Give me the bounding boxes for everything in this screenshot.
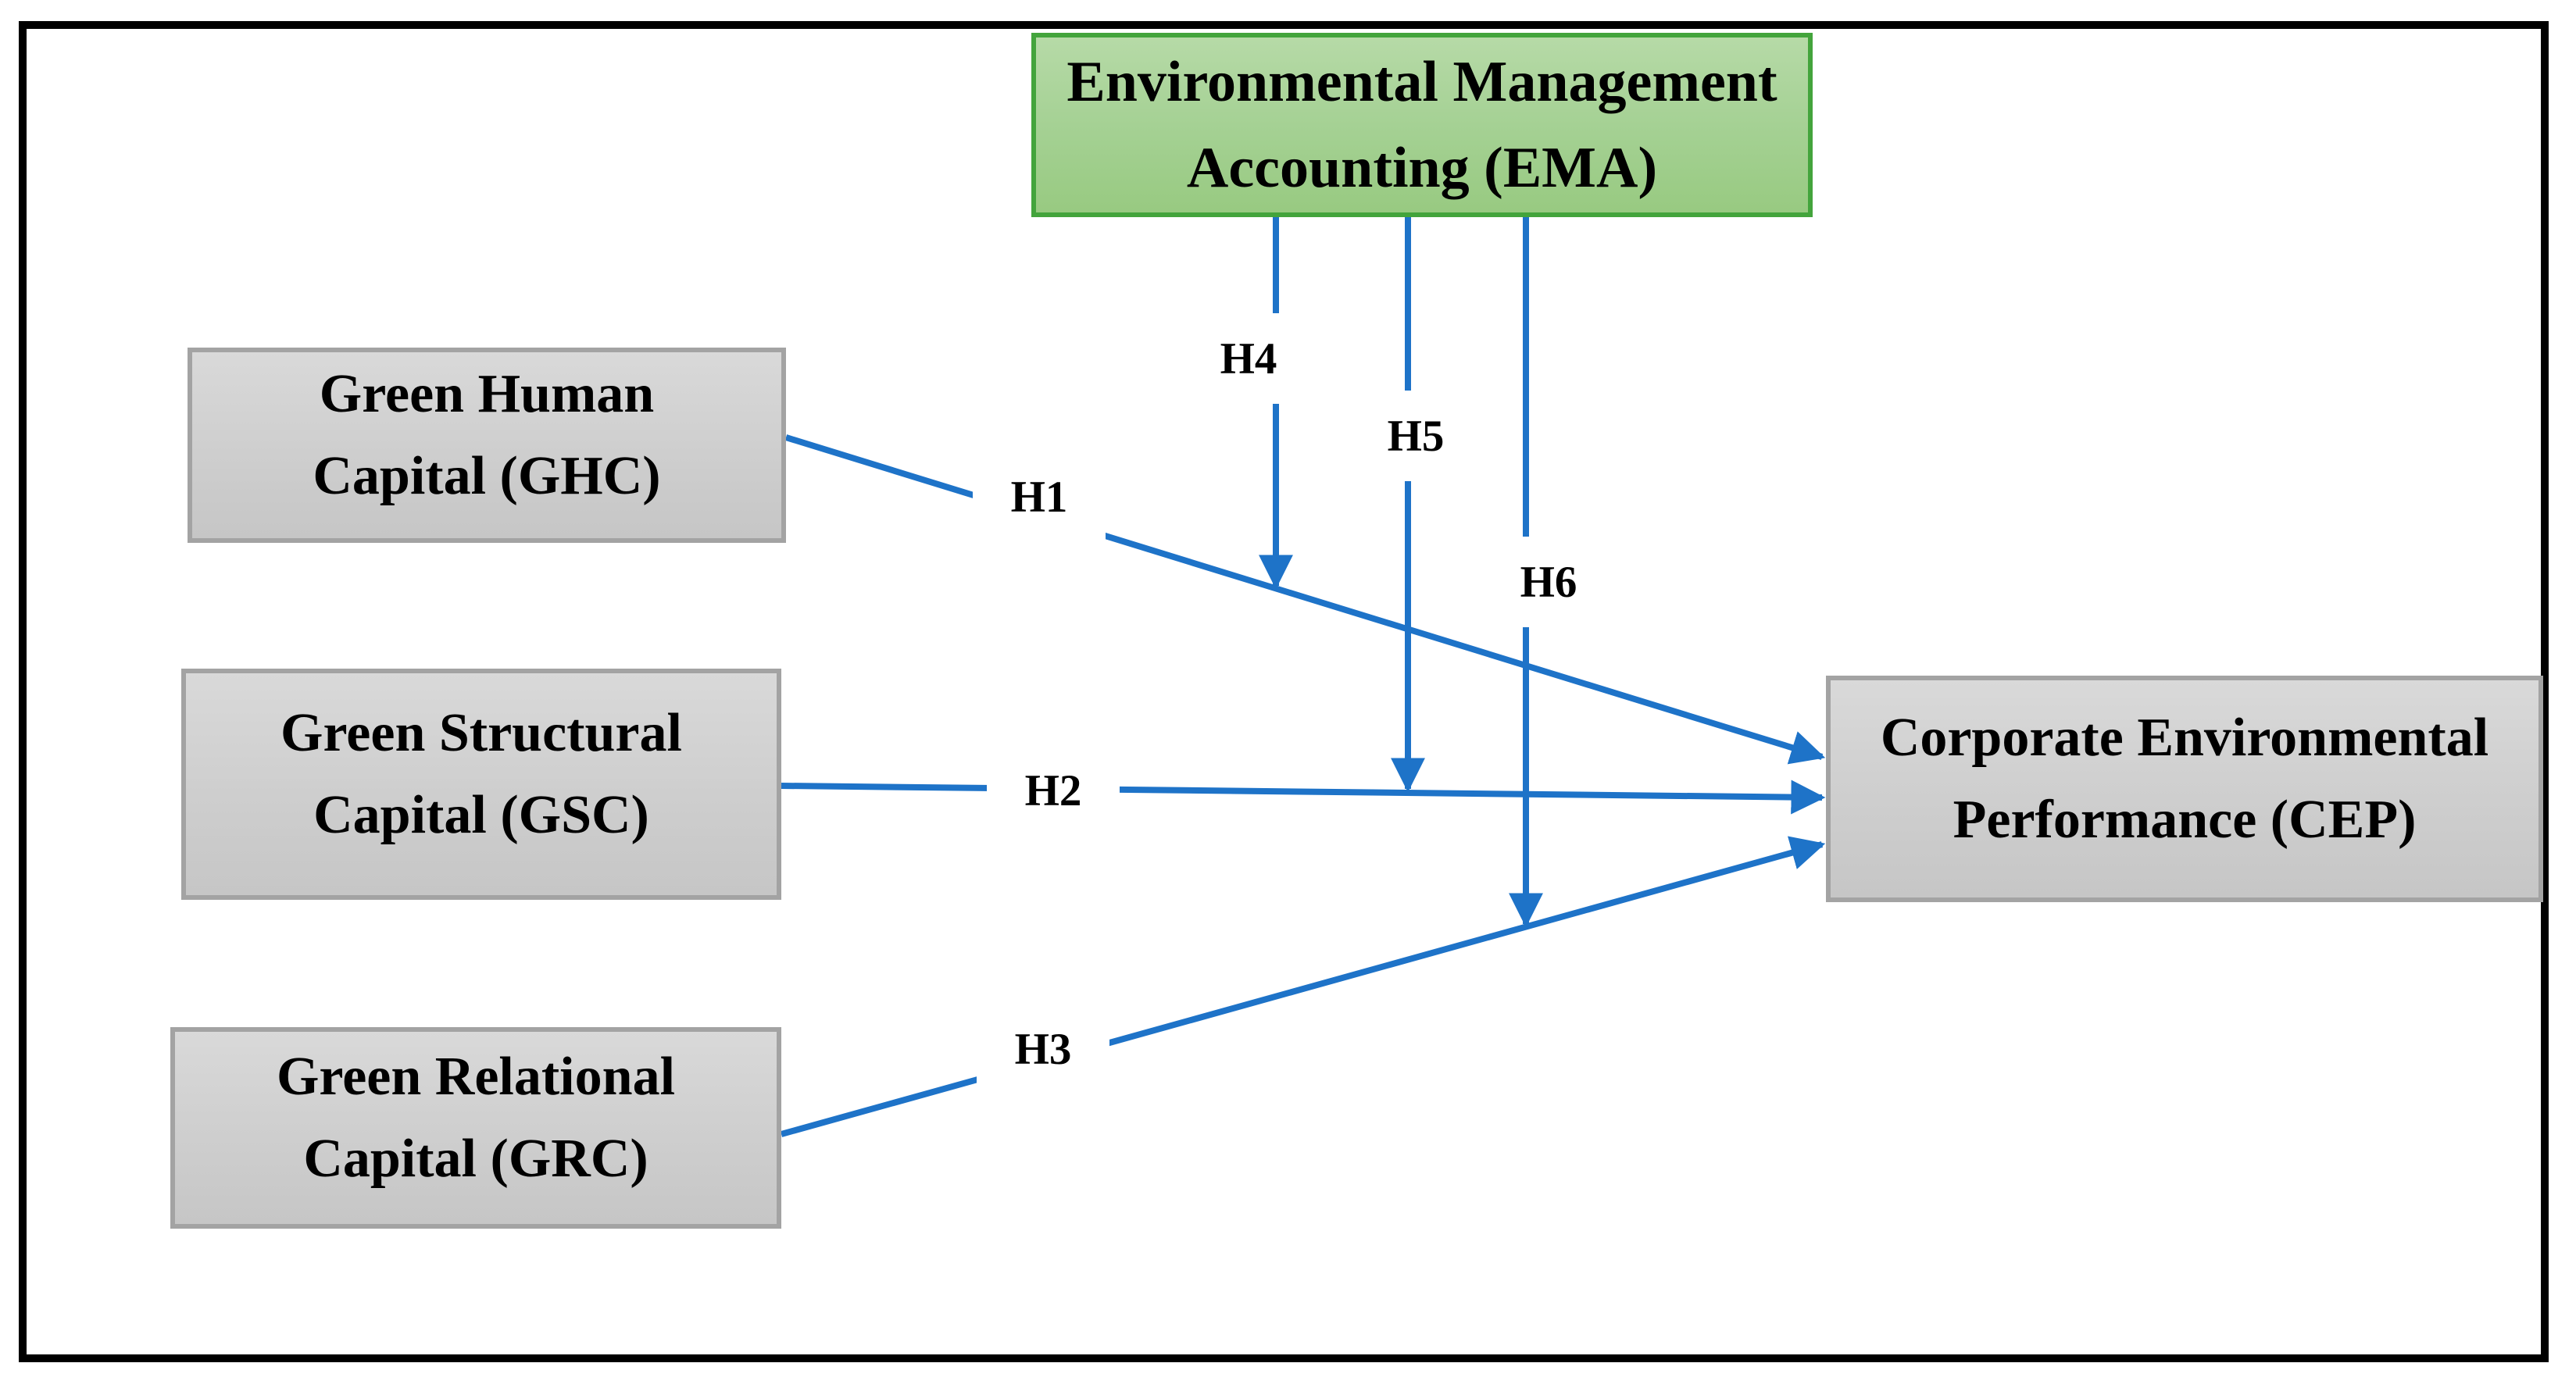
node-cep: Corporate Environmental Performance (CEP… [1826, 676, 2543, 902]
hypothesis-label-h5-text: H5 [1387, 411, 1445, 461]
node-grc: Green Relational Capital (GRC) [170, 1027, 781, 1229]
hypothesis-label-h5: H5 [1349, 391, 1482, 481]
node-cep-label-line2: Performance (CEP) [1953, 790, 2417, 850]
node-grc-label-line1: Green Relational [276, 1047, 676, 1107]
arrow-h3-grc-to-cep [780, 836, 1826, 1137]
node-grc-label-line2: Capital (GRC) [303, 1129, 648, 1189]
node-ghc: Green Human Capital (GHC) [188, 348, 786, 543]
hypothesis-label-h6: H6 [1482, 537, 1615, 627]
arrow-h1-ghc-to-cep [784, 434, 1826, 765]
node-ghc-label-line2: Capital (GHC) [313, 446, 661, 506]
figure-border [19, 21, 2549, 1362]
hypothesis-label-h2: H2 [987, 745, 1120, 836]
hypothesis-label-h2-text: H2 [1024, 765, 1082, 815]
node-ema-label-line2: Accounting (EMA) [1186, 136, 1658, 200]
hypothesis-label-h3: H3 [977, 1004, 1109, 1094]
arrow-h2-gsc-to-cep [781, 780, 1826, 815]
node-gsc: Green Structural Capital (GSC) [181, 669, 781, 900]
node-gsc-label-line1: Green Structural [280, 703, 682, 763]
hypothesis-label-h6-text: H6 [1520, 557, 1577, 607]
node-ema-label-line1: Environmental Management [1066, 50, 1777, 114]
node-ema: Environmental Management Accounting (EMA… [1031, 33, 1813, 217]
hypothesis-label-h3-text: H3 [1014, 1024, 1072, 1074]
hypothesis-label-h4-text: H4 [1220, 334, 1277, 384]
hypothesis-label-h4: H4 [1182, 313, 1315, 404]
node-ghc-label-line1: Green Human [319, 364, 655, 424]
hypothesis-label-h1: H1 [973, 451, 1106, 542]
node-cep-label-line1: Corporate Environmental [1880, 708, 2489, 768]
node-gsc-label-line2: Capital (GSC) [313, 785, 649, 845]
hypothesis-label-h1-text: H1 [1010, 472, 1068, 522]
